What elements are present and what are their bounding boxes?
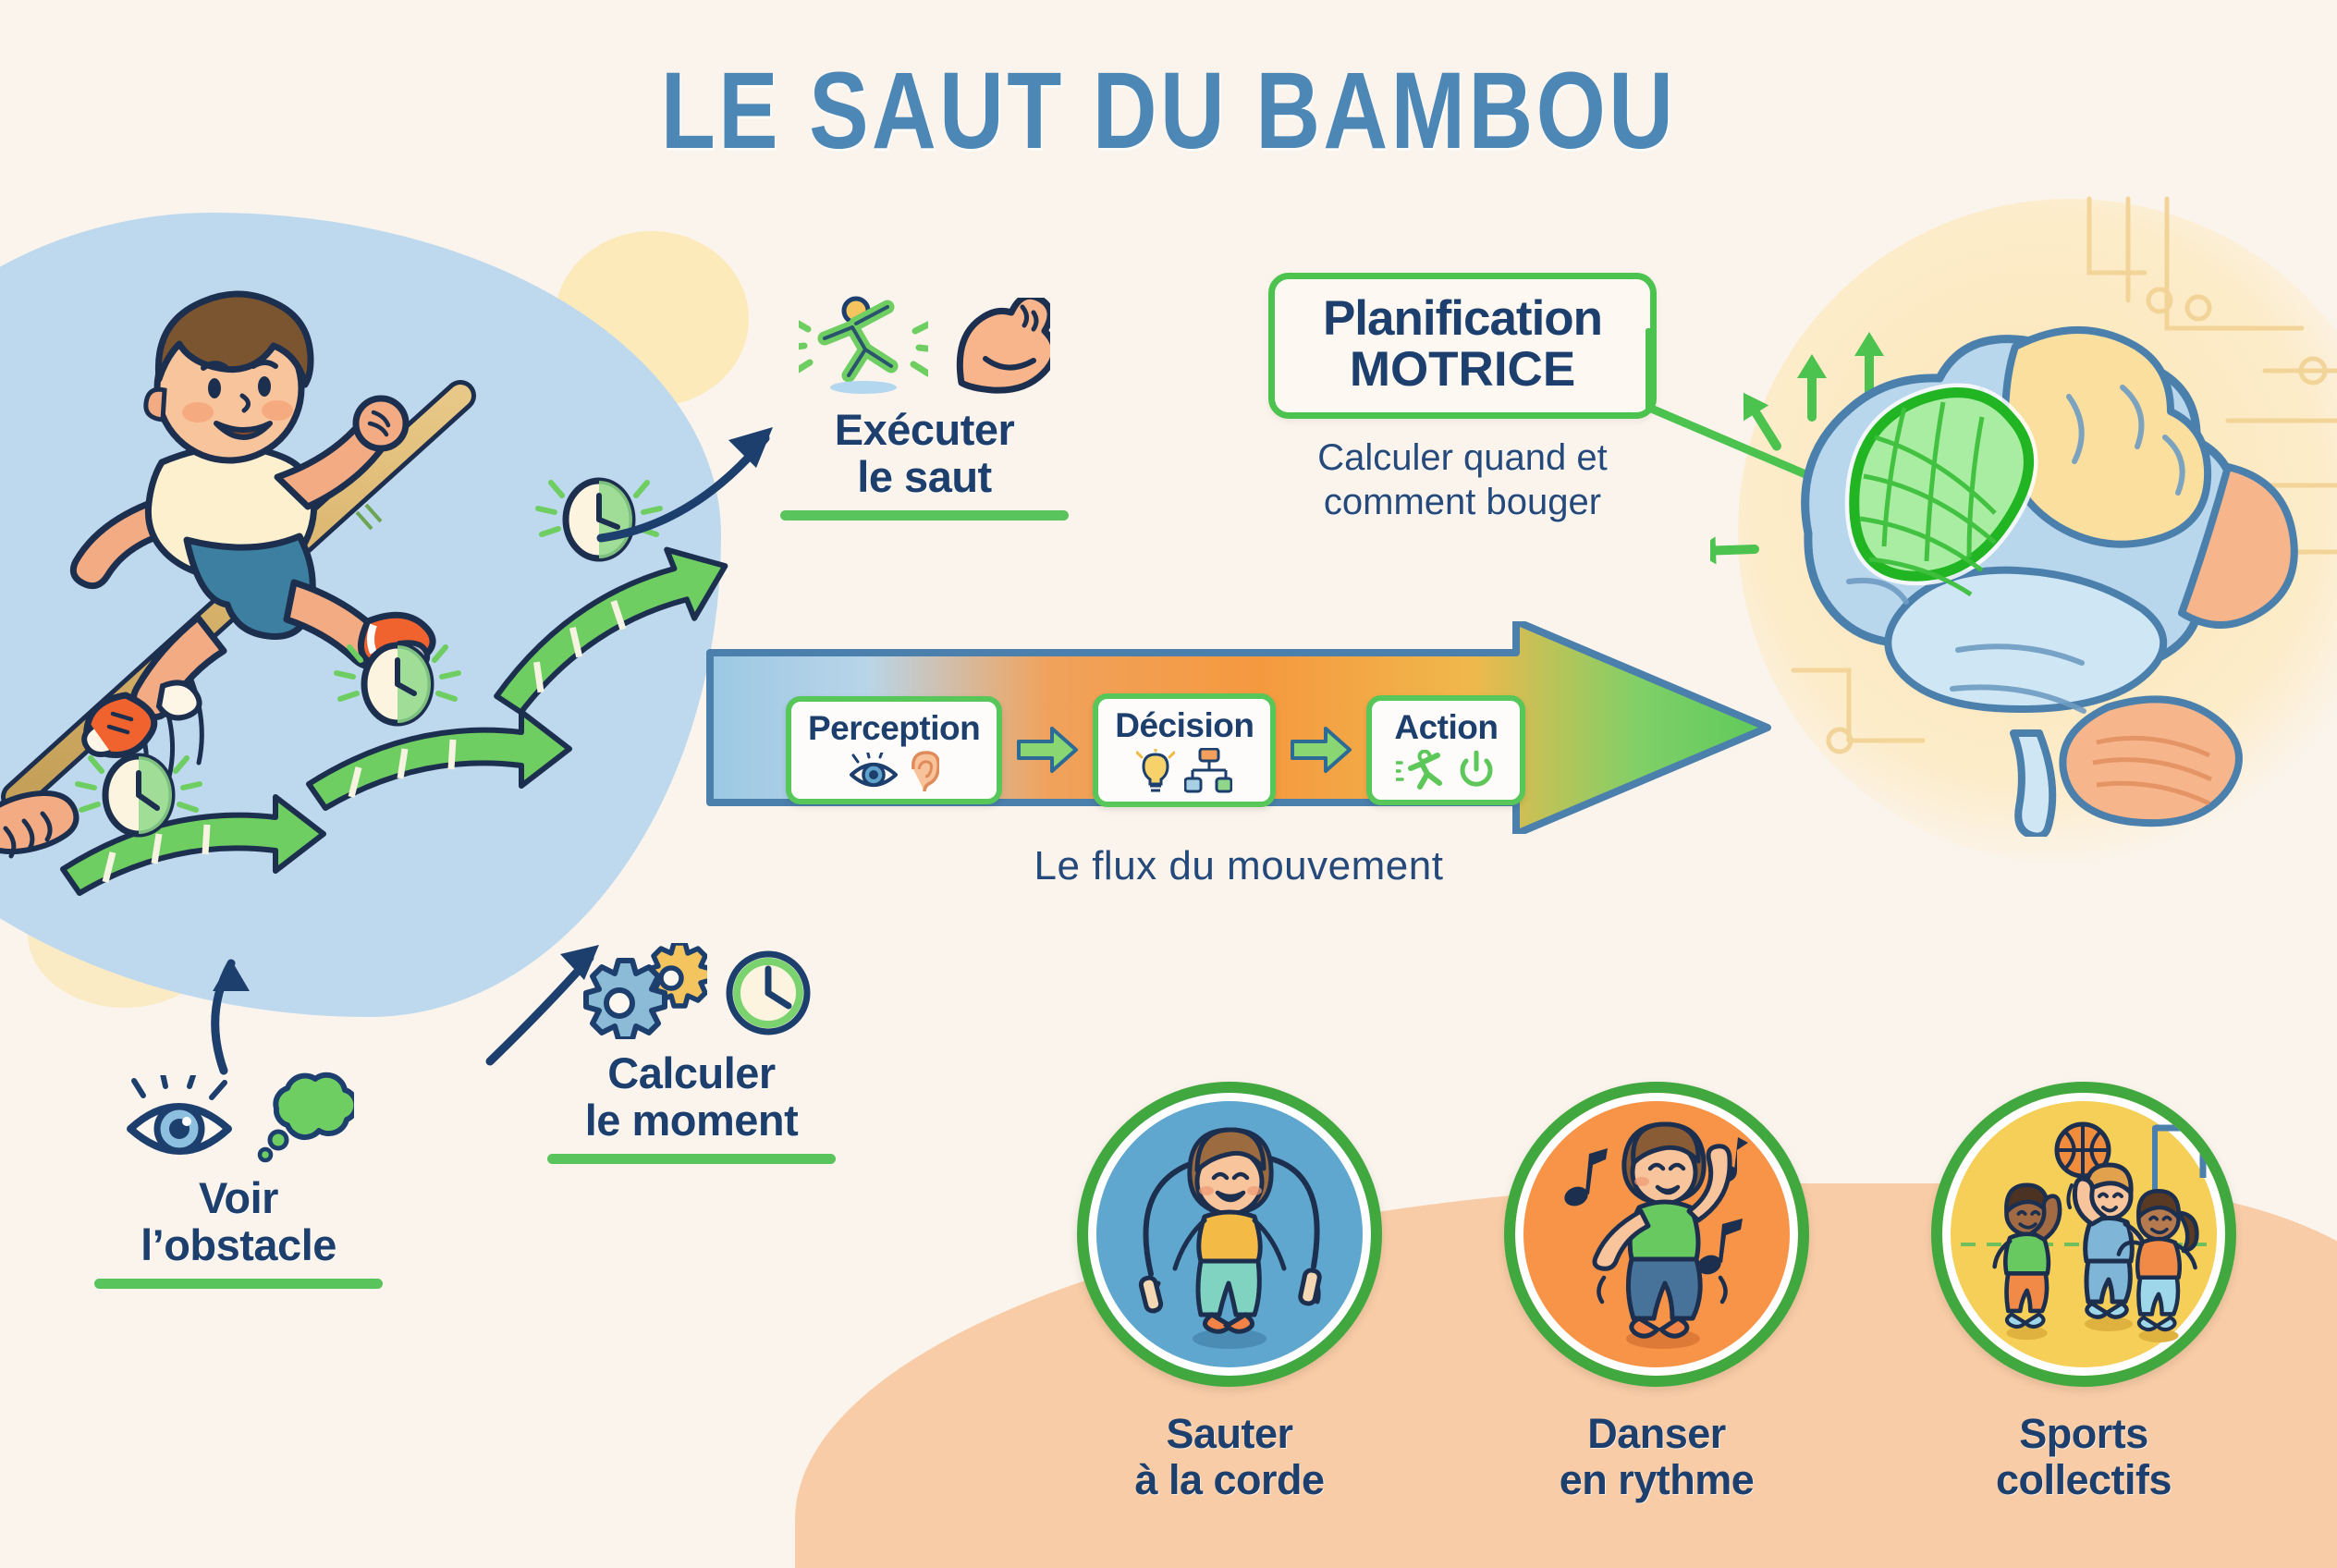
activity-caption-danser-line1: Danser [1587,1410,1726,1457]
flow-mini-arrow-2 [1291,727,1352,774]
planification-line2: MOTRICE [1349,342,1576,398]
planification-subtitle-line1: Calculer quand et [1317,436,1608,478]
motor-activation-arrows [1710,332,1884,565]
ear-icon [912,751,940,791]
calculer-label-line1: Calculer [607,1048,776,1097]
clock-marker-icons [75,477,663,838]
clock-icon [726,950,811,1035]
activity-caption-danser: Danser en rythme [1472,1411,1841,1502]
flow-chip-action[interactable]: Action [1366,695,1526,805]
flow-chip-decision-icons [1115,747,1254,794]
flexed-biceps-icon [956,298,1050,394]
flow-chip-action-label: Action [1394,708,1499,746]
page-title: LE SAUT DU BAMBOU [660,50,1677,172]
activity-caption-sports: Sports collectifs [1899,1411,2269,1502]
activity-caption-sauter-line1: Sauter [1166,1410,1293,1457]
basketball-hoop [2152,1124,2207,1195]
boy-jumping-illustration [0,290,728,896]
step-label-calculer: Calculer le moment [507,943,876,1164]
movement-flow-arrow: Perception [703,621,1775,917]
lightbulb-icon [1136,748,1176,792]
planification-box: Planification MOTRICE [1268,273,1657,419]
activity-circle-danser [1504,1082,1809,1387]
basketball [2054,1121,2111,1179]
hand [0,790,80,859]
step-label-voir: Voir l’obstacle [54,1068,423,1289]
activity-card-sports[interactable]: Sports collectifs [1899,1082,2269,1502]
activity-circle-sauter [1077,1082,1382,1387]
pointer-arrow-to-voir [211,959,250,1075]
motor-cortex-highlight [1844,383,2038,597]
step-label-executer: Exécuter le saut [740,296,1109,521]
voir-label-line2: l’obstacle [141,1219,336,1269]
eye-icon [127,1075,232,1155]
activity-caption-sauter-line2: à la corde [1134,1455,1325,1503]
dancing-child-icon [1564,1121,1748,1349]
voir-label-line1: Voir [199,1173,278,1222]
activity-card-danser[interactable]: Danser en rythme [1472,1082,1841,1502]
activity-caption-sports-line2: collectifs [1995,1455,2172,1503]
planification-connector-line [1646,328,1854,497]
activity-circle-sports [1931,1082,2236,1387]
executer-icon-row [740,296,1109,396]
eye-icon [850,752,899,787]
planification-line1: Planification [1322,291,1603,346]
boy-figure [69,290,436,758]
calculer-underline [547,1153,836,1164]
activities-row: Sauter à la corde [1045,1082,2274,1562]
jump-rope-icon [1138,1127,1322,1349]
executer-label-line1: Exécuter [834,405,1015,454]
gear-icon [583,943,707,1039]
cerebrum [1801,326,2298,837]
pointer-arrow-to-calculer [485,945,599,1066]
activity-caption-sports-line1: Sports [2019,1410,2148,1457]
voir-icon-row [54,1068,423,1164]
flow-mini-arrow-1 [1017,727,1079,774]
flow-chip-perception[interactable]: Perception [786,696,1003,804]
flow-chip-decision[interactable]: Décision [1093,693,1277,807]
team-sport-icon [1961,1121,2207,1342]
activity-caption-sauter: Sauter à la corde [1045,1411,1414,1502]
planification-motrice-card: Planification MOTRICE Calculer quand et … [1268,273,1657,525]
running-person-icon [799,296,928,394]
activity-card-sauter[interactable]: Sauter à la corde [1045,1082,1414,1502]
flow-chip-perception-label: Perception [808,709,981,747]
flow-caption: Le flux du mouvement [1034,843,1444,888]
power-icon [1461,750,1493,787]
executer-label-line2: le saut [857,451,992,501]
flow-chip-row: Perception [786,693,1526,807]
brain-illustration [1710,196,2337,837]
pointer-arrow-to-executer [596,427,773,543]
flow-chip-action-icons [1389,749,1503,792]
planification-subtitle: Calculer quand et comment bouger [1268,435,1657,526]
flow-chip-decision-label: Décision [1115,706,1254,744]
activity-caption-danser-line2: en rythme [1559,1455,1755,1503]
thought-bubble-icon [257,1072,354,1163]
executer-underline [780,509,1069,521]
voir-underline [94,1278,383,1289]
flowchart-icon [1184,747,1233,793]
planification-subtitle-line2: comment bouger [1323,482,1602,523]
calculer-icon-row [507,943,876,1039]
calculer-label-line2: le moment [584,1095,799,1145]
circuit-pattern [1791,196,2337,754]
flow-chip-perception-icons [808,751,980,791]
running-person-icon [1396,749,1443,790]
